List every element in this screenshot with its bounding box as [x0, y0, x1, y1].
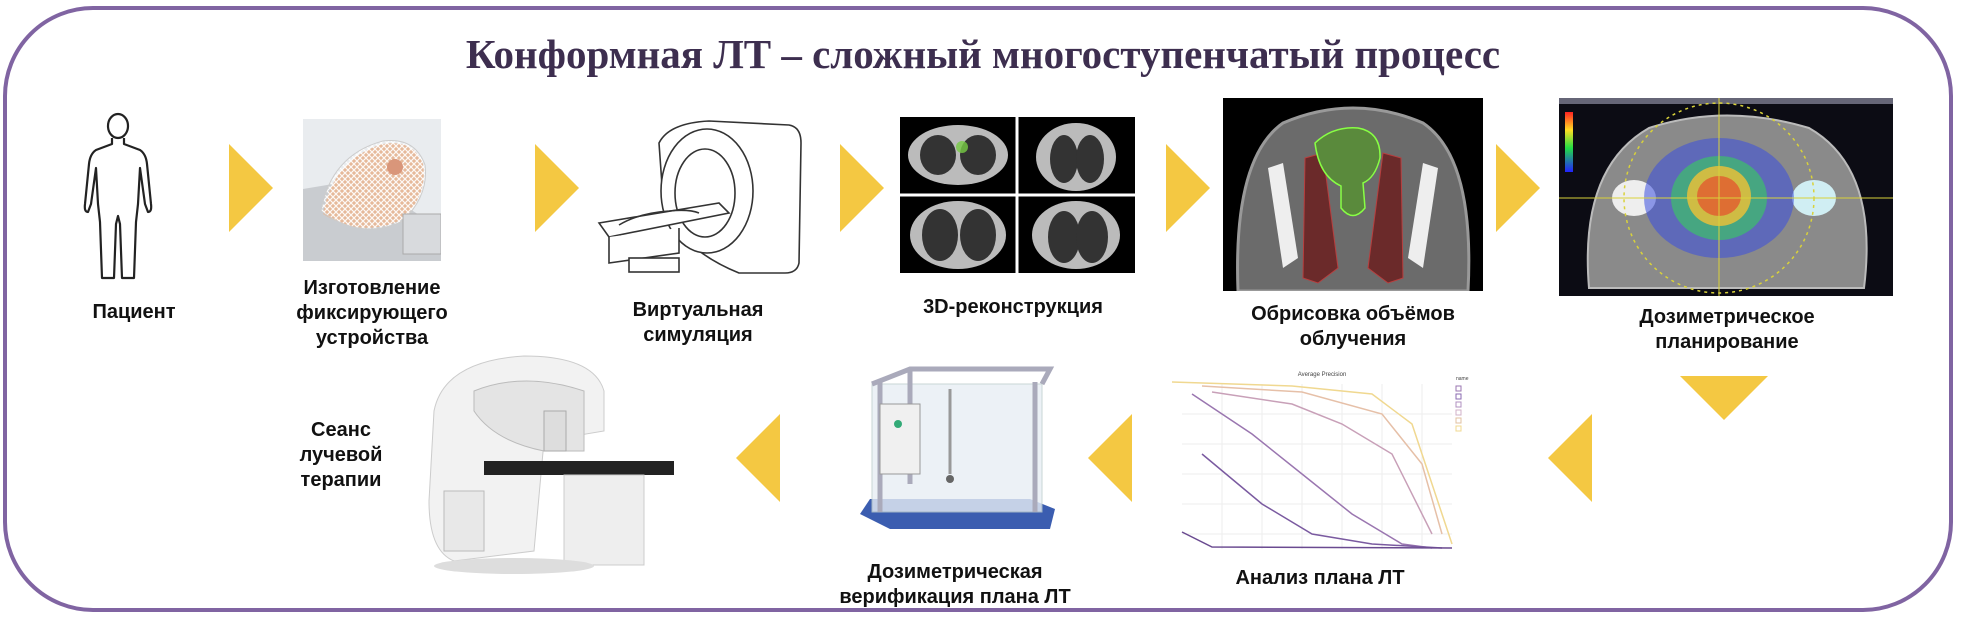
arrow-right-icon	[1496, 144, 1540, 232]
contouring-image	[1223, 98, 1483, 291]
patient-silhouette-icon	[78, 112, 158, 284]
chart-image-title: Average Precision	[1298, 372, 1347, 378]
plan-analysis-chart-image: Average Precision name	[1172, 364, 1492, 554]
step-label-patient: Пациент	[92, 301, 176, 323]
process-frame	[3, 6, 1953, 612]
ct-reconstruction-image	[900, 117, 1135, 273]
thermoplastic-mask-image	[303, 119, 441, 261]
page-title: Конформная ЛТ – сложный многоступенчатый…	[465, 31, 1501, 77]
arrow-left-icon	[1088, 414, 1132, 502]
step-label-plan-analysis: Анализ плана ЛТ	[1235, 567, 1405, 589]
chart-image-legend-title: name	[1456, 376, 1469, 382]
linac-image	[414, 351, 684, 577]
arrow-right-icon	[229, 144, 273, 232]
arrow-left-icon	[1548, 414, 1592, 502]
arrow-right-icon	[840, 144, 884, 232]
arrow-right-icon	[535, 144, 579, 232]
arrow-right-icon	[1166, 144, 1210, 232]
ct-simulator-image	[589, 113, 803, 288]
arrow-down-icon	[1680, 376, 1768, 420]
dose-plan-image	[1559, 98, 1893, 296]
arrow-left-icon	[736, 414, 780, 502]
water-phantom-image	[850, 364, 1060, 539]
step-label-3d-reconstruction: 3D-реконструкция	[923, 296, 1103, 318]
